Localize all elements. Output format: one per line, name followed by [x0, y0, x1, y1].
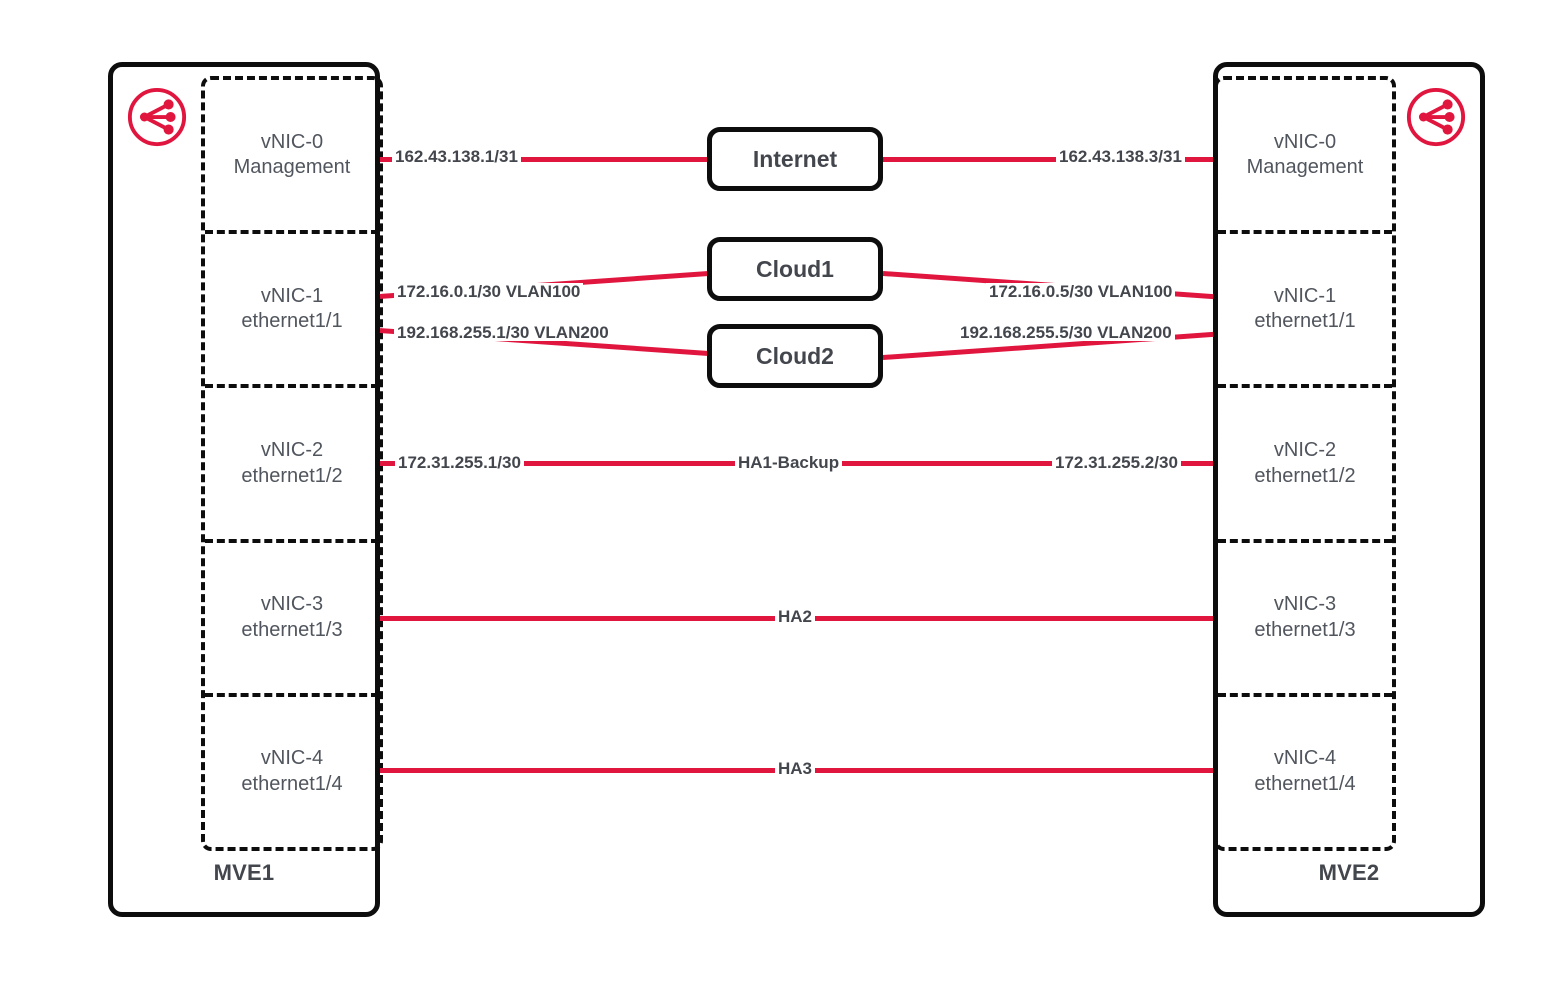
nic-label-line2: ethernet1/1 — [1254, 310, 1356, 333]
nic-cell-mve2-3[interactable]: vNIC-3 ethernet1/3 — [1218, 538, 1392, 693]
link-label-vlan100-left: 172.16.0.1/30 VLAN100 — [394, 283, 584, 300]
nic-cell-mve1-4[interactable]: vNIC-4 ethernet1/4 — [205, 692, 379, 847]
share-nodes-icon — [1405, 86, 1467, 148]
nic-label-line1: vNIC-3 — [260, 593, 324, 616]
nic-stack-mve2: vNIC-0 Management vNIC-1 ethernet1/1 vNI… — [1214, 76, 1396, 851]
nic-cell-mve2-2[interactable]: vNIC-2 ethernet1/2 — [1218, 384, 1392, 538]
link-label-ha2: HA2 — [775, 608, 816, 625]
nic-label-line2: ethernet1/3 — [1254, 618, 1356, 641]
link-label-ha1-left: 172.31.255.1/30 — [395, 454, 524, 471]
nic-label-line1: vNIC-4 — [260, 747, 324, 770]
nic-label-line1: vNIC-3 — [1273, 593, 1337, 616]
link-label-vlan100-right: 172.16.0.5/30 VLAN100 — [986, 283, 1176, 300]
nic-cell-mve1-3[interactable]: vNIC-3 ethernet1/3 — [205, 538, 379, 693]
nic-label-line2: ethernet1/1 — [241, 310, 343, 333]
link-label-ha3: HA3 — [775, 760, 816, 777]
nic-label-line2: Management — [1246, 156, 1364, 179]
nic-stack-mve1: vNIC-0 Management vNIC-1 ethernet1/1 vNI… — [201, 76, 383, 851]
link-label-management-left: 162.43.138.1/31 — [392, 148, 521, 165]
nic-label-line2: ethernet1/4 — [241, 772, 343, 795]
nic-label-line1: vNIC-0 — [1273, 130, 1337, 153]
device-label-mve1: MVE1 — [213, 860, 275, 885]
nic-label-line2: ethernet1/2 — [241, 464, 343, 487]
nic-label-line2: ethernet1/4 — [1254, 772, 1356, 795]
nic-label-line1: vNIC-1 — [1273, 284, 1337, 307]
nic-label-line2: Management — [233, 156, 351, 179]
link-label-vlan200-right: 192.168.255.5/30 VLAN200 — [957, 324, 1175, 341]
nic-label-line1: vNIC-2 — [260, 438, 324, 461]
nic-label-line1: vNIC-4 — [1273, 747, 1337, 770]
nic-cell-mve1-2[interactable]: vNIC-2 ethernet1/2 — [205, 384, 379, 538]
nic-label-line1: vNIC-2 — [1273, 438, 1337, 461]
node-internet[interactable]: Internet — [707, 127, 883, 191]
nic-label-line2: ethernet1/2 — [1254, 464, 1356, 487]
share-nodes-icon — [126, 86, 188, 148]
nic-cell-mve1-0[interactable]: vNIC-0 Management — [205, 80, 379, 230]
nic-cell-mve2-0[interactable]: vNIC-0 Management — [1218, 80, 1392, 230]
nic-label-line1: vNIC-1 — [260, 284, 324, 307]
nic-label-line1: vNIC-0 — [260, 130, 324, 153]
nic-cell-mve1-1[interactable]: vNIC-1 ethernet1/1 — [205, 230, 379, 384]
nic-cell-mve2-1[interactable]: vNIC-1 ethernet1/1 — [1218, 230, 1392, 384]
nic-cell-mve2-4[interactable]: vNIC-4 ethernet1/4 — [1218, 692, 1392, 847]
node-cloud1[interactable]: Cloud1 — [707, 237, 883, 301]
nic-label-line2: ethernet1/3 — [241, 618, 343, 641]
link-management-left — [380, 157, 707, 162]
link-management-right — [883, 157, 1213, 162]
node-cloud2[interactable]: Cloud2 — [707, 324, 883, 388]
link-label-ha1-right: 172.31.255.2/30 — [1052, 454, 1181, 471]
device-panel-mve1[interactable]: vNIC-0 Management vNIC-1 ethernet1/1 vNI… — [108, 62, 383, 917]
link-label-vlan200-left: 192.168.255.1/30 VLAN200 — [394, 324, 612, 341]
device-panel-mve2[interactable]: vNIC-0 Management vNIC-1 ethernet1/1 vNI… — [1213, 62, 1485, 917]
link-label-management-right: 162.43.138.3/31 — [1056, 148, 1185, 165]
link-label-ha1-center: HA1-Backup — [735, 454, 843, 471]
device-label-mve2: MVE2 — [1318, 860, 1380, 885]
